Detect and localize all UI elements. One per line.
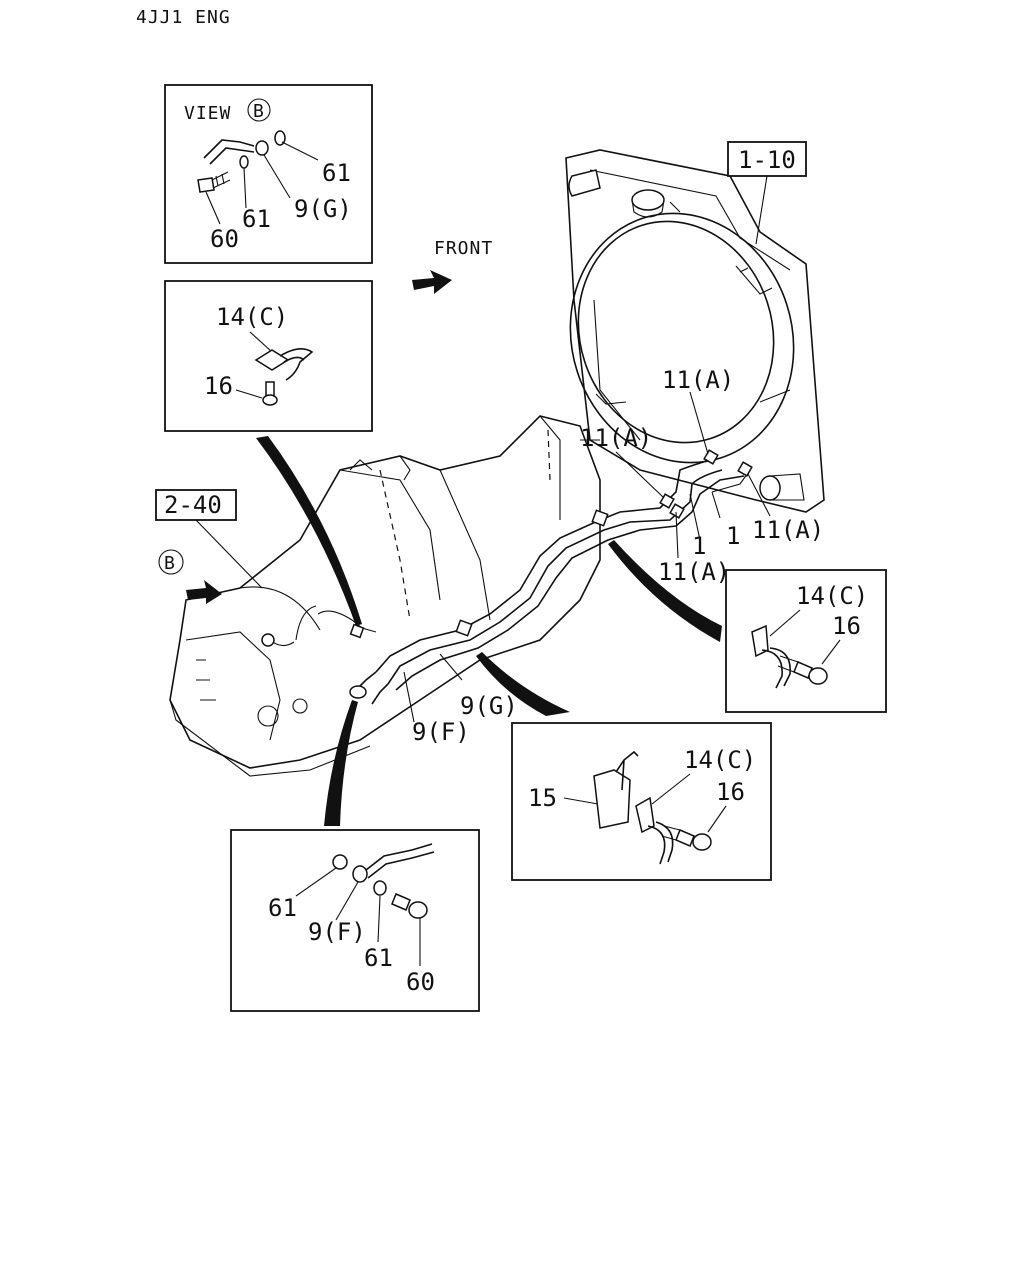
front-arrow-icon: [412, 270, 452, 294]
svg-text:14(C): 14(C): [796, 582, 868, 610]
svg-text:VIEW: VIEW: [184, 103, 231, 124]
detail-pointers: [256, 436, 722, 826]
transmission-assembly: [169, 415, 601, 777]
svg-text:1-10: 1-10: [738, 146, 796, 174]
svg-text:2-40: 2-40: [164, 491, 222, 519]
svg-text:61: 61: [242, 205, 271, 233]
view-b-detail: VIEW B 61 9(G) 61 60: [164, 84, 373, 264]
lower-detail: 61 9(F) 61 60: [230, 829, 480, 1012]
radiator-reference: 1-10: [727, 141, 807, 245]
svg-text:61: 61: [364, 944, 393, 972]
view-b-arrow-icon: [186, 580, 222, 604]
radiator-assembly: [565, 149, 825, 513]
clamp-11a-upper: 11(A): [662, 366, 734, 394]
svg-text:61: 61: [322, 159, 351, 187]
clip-detail-right: 14(C) 16: [725, 569, 887, 713]
transmission-reference: 2-40: [155, 489, 263, 589]
cooler-hose-routing: [261, 449, 753, 705]
hose-1-b: 1: [726, 522, 740, 550]
clamp-11a-lower: 11(A): [658, 558, 730, 586]
svg-text:61: 61: [268, 894, 297, 922]
hose-1-a: 1: [692, 532, 706, 560]
hose-9f: 9(F): [412, 718, 470, 746]
svg-text:60: 60: [406, 968, 435, 996]
svg-text:60: 60: [210, 225, 239, 253]
bracket-detail: 14(C) 16 15: [511, 722, 772, 881]
engine-label: 4JJ1 ENG: [136, 7, 231, 28]
svg-text:14(C): 14(C): [684, 746, 756, 774]
svg-text:16: 16: [204, 372, 233, 400]
view-b-arrow: B: [158, 549, 222, 604]
svg-text:FRONT: FRONT: [434, 238, 493, 259]
svg-text:16: 16: [716, 778, 745, 806]
svg-text:15: 15: [528, 784, 557, 812]
front-direction: FRONT: [412, 238, 493, 294]
hose-9g: 9(G): [460, 692, 518, 720]
svg-text:B: B: [164, 553, 176, 574]
main-leaders: [403, 391, 771, 723]
clamp-11a-right: 11(A): [752, 516, 824, 544]
svg-text:14(C): 14(C): [216, 303, 288, 331]
clamp-11a-left: 11(A): [580, 424, 652, 452]
svg-text:9(F): 9(F): [308, 918, 366, 946]
svg-text:9(G): 9(G): [294, 195, 352, 223]
main-labels: 11(A) 11(A) 11(A) 11(A) 1 1 9(G) 9(F): [412, 366, 824, 746]
svg-text:16: 16: [832, 612, 861, 640]
svg-text:B: B: [253, 101, 265, 122]
clip-detail-upper: 14(C) 16: [164, 280, 373, 432]
